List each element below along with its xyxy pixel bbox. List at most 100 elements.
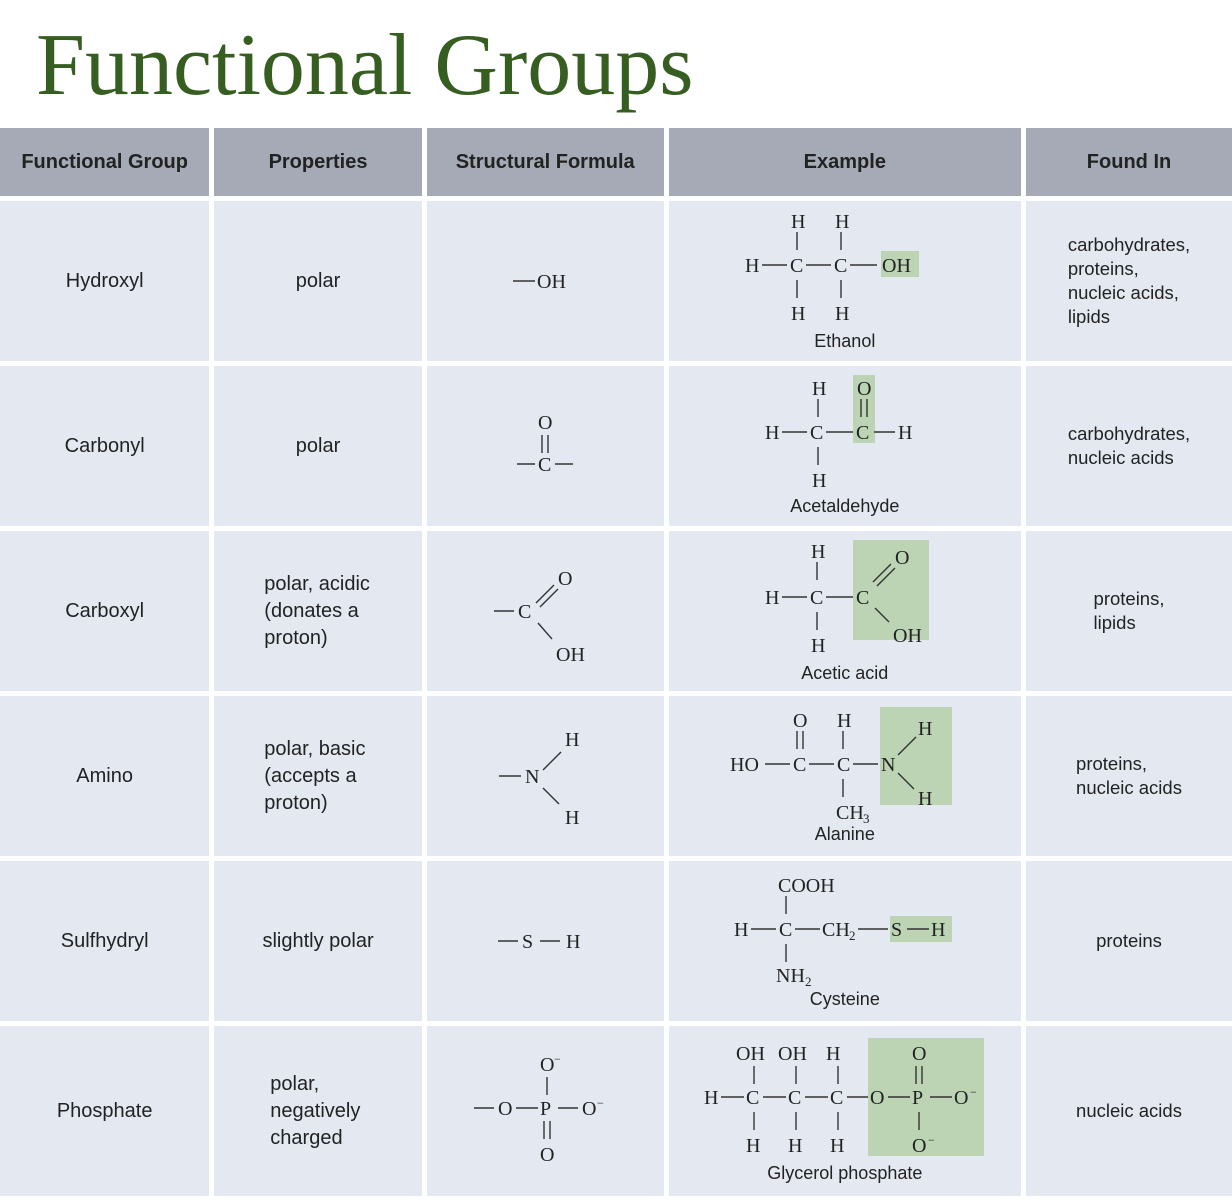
- carboxyl-formula: O C OH: [494, 568, 585, 661]
- found-in-item: proteins,: [1067, 258, 1139, 279]
- example-name: Acetaldehyde: [790, 496, 900, 516]
- functional-groups-table: Functional Group Properties Structural F…: [0, 123, 1232, 1201]
- highlight-box: [852, 375, 875, 443]
- example-name: Glycerol phosphate: [767, 1163, 923, 1183]
- properties-cell: polar: [214, 366, 422, 526]
- svg-text:C: C: [538, 454, 551, 476]
- svg-text:HO: HO: [730, 754, 759, 776]
- svg-text:S: S: [891, 919, 902, 941]
- found-in-cell: carbohydrates, proteins, nucleic acids, …: [1026, 201, 1232, 361]
- header-properties: Properties: [214, 128, 422, 196]
- svg-text:H: H: [931, 919, 945, 941]
- svg-text:OH: OH: [893, 625, 922, 647]
- svg-text:P: P: [540, 1098, 551, 1120]
- properties-line: polar, acidic: [264, 572, 370, 595]
- header-structural-formula: Structural Formula: [426, 128, 664, 196]
- svg-text:CH: CH: [822, 919, 850, 941]
- properties-line: polar,: [270, 1072, 320, 1095]
- structural-formula: O C: [426, 366, 664, 526]
- table-row: Amino polar, basic (accepts a proton) H …: [0, 696, 1232, 856]
- svg-text:O: O: [582, 1098, 596, 1120]
- found-in-cell: proteins: [1026, 861, 1232, 1021]
- svg-text:COOH: COOH: [778, 875, 835, 897]
- header-row: Functional Group Properties Structural F…: [0, 128, 1232, 196]
- svg-text:H: H: [812, 378, 826, 400]
- properties-cell: polar, basic (accepts a proton): [214, 696, 422, 856]
- svg-text:C: C: [779, 919, 792, 941]
- properties-line: (accepts a: [264, 764, 357, 787]
- svg-text:C: C: [856, 587, 869, 609]
- svg-text:NH: NH: [776, 965, 805, 987]
- svg-text:H: H: [765, 587, 779, 609]
- svg-text:O: O: [857, 378, 871, 400]
- group-name: Amino: [0, 696, 210, 856]
- svg-text:H: H: [565, 807, 579, 826]
- svg-text:H: H: [734, 919, 748, 941]
- highlight-box: [880, 251, 919, 277]
- svg-text:H: H: [746, 1135, 760, 1157]
- found-in-item: carbohydrates,: [1067, 423, 1191, 444]
- highlight-box: [867, 1038, 984, 1156]
- svg-text:H: H: [704, 1087, 718, 1109]
- svg-text:C: C: [856, 422, 869, 444]
- group-name: Carbonyl: [0, 366, 210, 526]
- svg-text:H: H: [811, 635, 825, 657]
- svg-text:OH: OH: [537, 271, 566, 293]
- found-in-cell: nucleic acids: [1026, 1026, 1232, 1196]
- svg-text:C: C: [793, 754, 806, 776]
- svg-text:H: H: [835, 211, 849, 233]
- svg-text:C: C: [810, 587, 823, 609]
- svg-text:H: H: [565, 729, 579, 751]
- structural-formula: H N H: [426, 696, 664, 856]
- table-row: Sulfhydryl slightly polar S H COOH H C: [0, 861, 1232, 1021]
- acetic-acid-structure: H O H C C OH H: [765, 540, 929, 657]
- properties-line: (donates a: [264, 599, 359, 622]
- svg-text:C: C: [837, 754, 850, 776]
- group-name: Carboxyl: [0, 531, 210, 691]
- structural-formula: O− O P O− O: [426, 1026, 664, 1196]
- svg-text:O: O: [793, 710, 807, 732]
- svg-text:C: C: [518, 601, 531, 623]
- svg-text:C: C: [834, 255, 847, 277]
- svg-text:N: N: [525, 766, 539, 788]
- svg-text:OH: OH: [736, 1043, 765, 1065]
- found-in-item: nucleic acids,: [1067, 282, 1179, 303]
- svg-text:H: H: [918, 788, 932, 810]
- carbonyl-formula: O C: [517, 412, 574, 476]
- hydroxyl-formula: OH: [513, 271, 566, 293]
- svg-text:O: O: [895, 547, 909, 569]
- page-title: Functional Groups: [36, 17, 694, 114]
- svg-text:H: H: [566, 931, 580, 953]
- svg-text:S: S: [522, 931, 533, 953]
- header-found-in: Found In: [1026, 128, 1232, 196]
- svg-text:C: C: [790, 255, 803, 277]
- found-in-cell: proteins, nucleic acids: [1026, 696, 1232, 856]
- structural-formula: OH: [426, 201, 664, 361]
- svg-text:C: C: [830, 1087, 843, 1109]
- found-in-item: nucleic acids: [1076, 777, 1182, 798]
- svg-text:O: O: [558, 568, 572, 590]
- svg-text:O: O: [538, 412, 552, 434]
- svg-text:−: −: [597, 1096, 604, 1110]
- properties-cell: slightly polar: [214, 861, 422, 1021]
- found-in-item: proteins,: [1076, 753, 1148, 774]
- properties-line: polar, basic: [264, 737, 366, 760]
- svg-text:H: H: [918, 718, 932, 740]
- header-functional-group: Functional Group: [0, 128, 210, 196]
- found-in-item: proteins,: [1093, 588, 1165, 609]
- found-in-cell: proteins, lipids: [1026, 531, 1232, 691]
- svg-text:3: 3: [863, 811, 870, 823]
- group-name: Hydroxyl: [0, 201, 210, 361]
- svg-text:C: C: [788, 1087, 801, 1109]
- svg-text:H: H: [837, 710, 851, 732]
- properties-line: charged: [270, 1126, 343, 1149]
- svg-text:−: −: [554, 1052, 561, 1066]
- found-in-item: lipids: [1067, 306, 1110, 327]
- svg-text:CH: CH: [836, 802, 864, 823]
- properties-line: negatively: [270, 1099, 361, 1122]
- svg-text:O: O: [540, 1144, 554, 1166]
